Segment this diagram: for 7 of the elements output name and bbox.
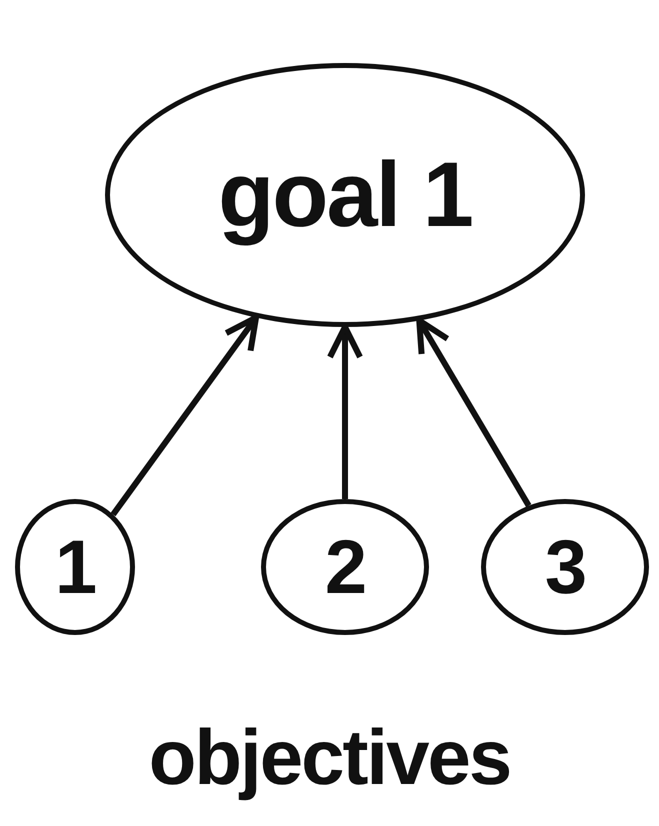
node-label: 1 [54,524,96,610]
arrow [110,314,260,516]
node-label: 2 [324,524,366,610]
node-label: goal 1 [218,142,472,248]
node-label: 3 [544,524,586,610]
caption-text: objectives [148,712,512,803]
arrow [327,324,363,499]
